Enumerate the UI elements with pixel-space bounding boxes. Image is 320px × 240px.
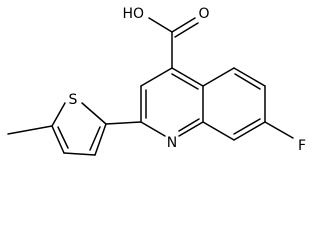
bond-c7-c8 [233,121,266,141]
bond-layer [7,17,294,156]
bond-t3-t2 [94,123,107,156]
bond-t5-t4-inner [57,126,69,149]
bond-cooh-o-double-b [174,22,199,38]
bond-n1-c8a-inner [178,118,200,132]
bond-t4-t3 [63,152,96,156]
bond-c7-c8-inner [233,118,261,135]
bond-t2-s [81,102,107,125]
bond-c4-c3 [140,67,173,87]
atom-label-sulfur: S [69,92,78,108]
bond-t5-methyl [7,125,53,135]
bond-c2-thiophene [105,121,142,125]
bond-c4a-c4 [171,67,204,87]
chemical-structure-diagram: HO O S N F [7,6,306,156]
bond-c5-c6 [233,67,266,87]
atom-label-carbonyl-oxygen: O [198,6,209,22]
bond-c7-f [264,121,294,139]
bond-t5-t4 [51,125,65,154]
atom-label-nitrogen: N [167,135,177,151]
bond-c4a-c5 [202,67,235,87]
bond-s-t5 [51,102,66,127]
bond-c5-c6-inner [234,73,261,90]
bond-c8-c8a [202,121,235,141]
atom-label-layer: HO O S N F [69,6,306,154]
atom-label-hydroxyl: HO [122,6,144,22]
bond-cooh-o-double-a [171,17,196,33]
atom-label-fluorine: F [298,138,306,154]
bond-c4a-c4-inner [171,73,199,90]
bond-cooh-oh [148,17,173,33]
bond-n1-c8a [178,121,204,137]
bond-t3-t2-inner [89,126,101,151]
bond-c2-n1 [140,121,166,137]
